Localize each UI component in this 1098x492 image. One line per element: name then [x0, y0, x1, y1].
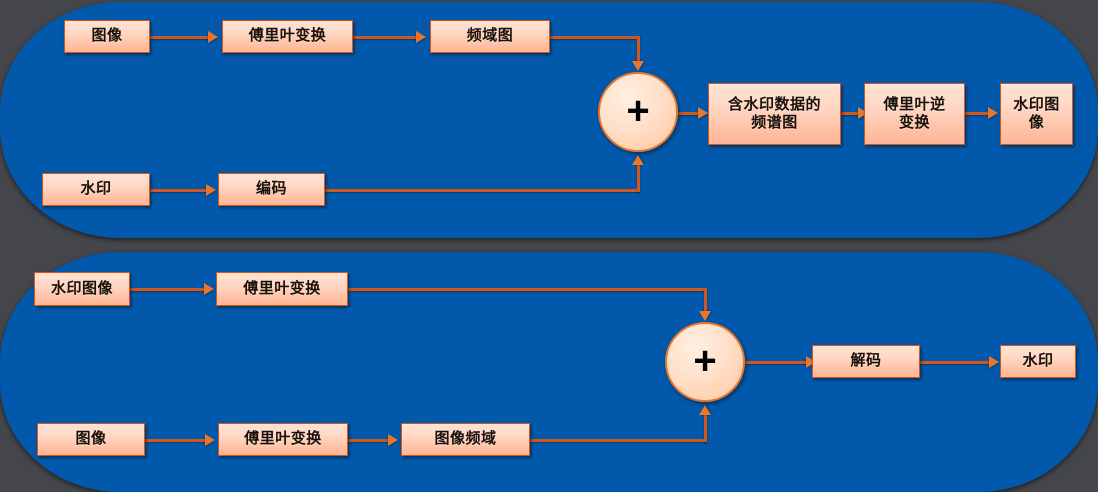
- node-image-2[interactable]: 图像: [37, 423, 145, 456]
- connector-decode-to-watermark: [920, 361, 993, 364]
- connector-image-to-fourier-2: [145, 439, 207, 442]
- connector-fourier-to-imagefreq: [348, 439, 390, 442]
- node-image-frequency-domain[interactable]: 图像频域: [401, 423, 530, 456]
- connector-adder-to-spectrum: [678, 112, 702, 115]
- arrow-down-icon: [699, 311, 711, 321]
- connector-imagefreq-to-adder-h: [530, 439, 707, 442]
- connector-wmimage-to-fourier: [130, 288, 208, 291]
- arrow-right-icon: [806, 356, 816, 368]
- connector-adder-to-decode: [745, 361, 810, 364]
- node-watermarked-spectrum[interactable]: 含水印数据的 频谱图: [708, 83, 841, 145]
- connector-imagefreq-to-adder-v: [704, 414, 707, 442]
- arrow-right-icon: [206, 184, 216, 196]
- node-line-2: 变换: [898, 114, 930, 131]
- arrow-up-icon: [699, 405, 711, 415]
- node-line-1: 傅里叶逆: [883, 95, 946, 113]
- node-image[interactable]: 图像: [64, 20, 150, 53]
- arrow-right-icon: [208, 31, 218, 43]
- connector-encode-to-adder-v: [637, 164, 640, 192]
- node-line-2: 像: [1028, 114, 1045, 131]
- node-fourier-transform-wm[interactable]: 傅里叶变换: [216, 272, 348, 306]
- node-fourier-transform-2[interactable]: 傅里叶变换: [218, 423, 348, 456]
- node-watermark[interactable]: 水印: [42, 173, 150, 206]
- connector-ifft-to-watermarked-image: [965, 112, 993, 115]
- arrow-down-icon: [632, 61, 644, 71]
- arrow-right-icon: [205, 434, 215, 446]
- arrow-right-icon: [388, 434, 398, 446]
- connector-fourier-to-adder-v: [704, 288, 707, 313]
- arrow-up-icon: [632, 155, 644, 165]
- node-adder-extraction[interactable]: +: [665, 322, 745, 402]
- connector-encode-to-adder-h: [325, 189, 640, 192]
- node-fourier-transform[interactable]: 傅里叶变换: [222, 20, 353, 53]
- connector-freqmap-to-adder-v: [637, 36, 640, 62]
- connector-freqmap-to-adder-h: [550, 36, 640, 39]
- plus-icon: +: [626, 88, 650, 133]
- node-watermark-output[interactable]: 水印: [1000, 345, 1076, 378]
- node-inverse-fourier-transform[interactable]: 傅里叶逆 变换: [864, 83, 965, 145]
- connector-spectrum-to-ifft: [840, 112, 864, 115]
- node-adder-embedding[interactable]: +: [598, 72, 678, 152]
- plus-icon: +: [693, 338, 717, 383]
- node-watermarked-image-output[interactable]: 水印图 像: [1000, 83, 1073, 145]
- connector-image-to-fourier: [150, 36, 210, 39]
- connector-fourier-to-adder-h: [348, 288, 707, 291]
- arrow-right-icon: [989, 356, 999, 368]
- node-watermarked-image-input[interactable]: 水印图像: [34, 272, 130, 306]
- arrow-right-icon: [858, 107, 868, 119]
- connector-fourier-to-freqmap: [353, 36, 417, 39]
- node-frequency-domain-map[interactable]: 频域图: [430, 20, 550, 53]
- arrow-right-icon: [988, 107, 998, 119]
- node-line-1: 水印图: [1013, 95, 1060, 113]
- node-decode[interactable]: 解码: [812, 345, 920, 378]
- node-encode[interactable]: 编码: [218, 173, 325, 206]
- node-line-1: 含水印数据的: [727, 95, 821, 113]
- arrow-right-icon: [416, 31, 426, 43]
- arrow-right-icon: [698, 107, 708, 119]
- arrow-right-icon: [204, 283, 214, 295]
- connector-watermark-to-encode: [150, 189, 208, 192]
- node-line-2: 频谱图: [751, 114, 798, 131]
